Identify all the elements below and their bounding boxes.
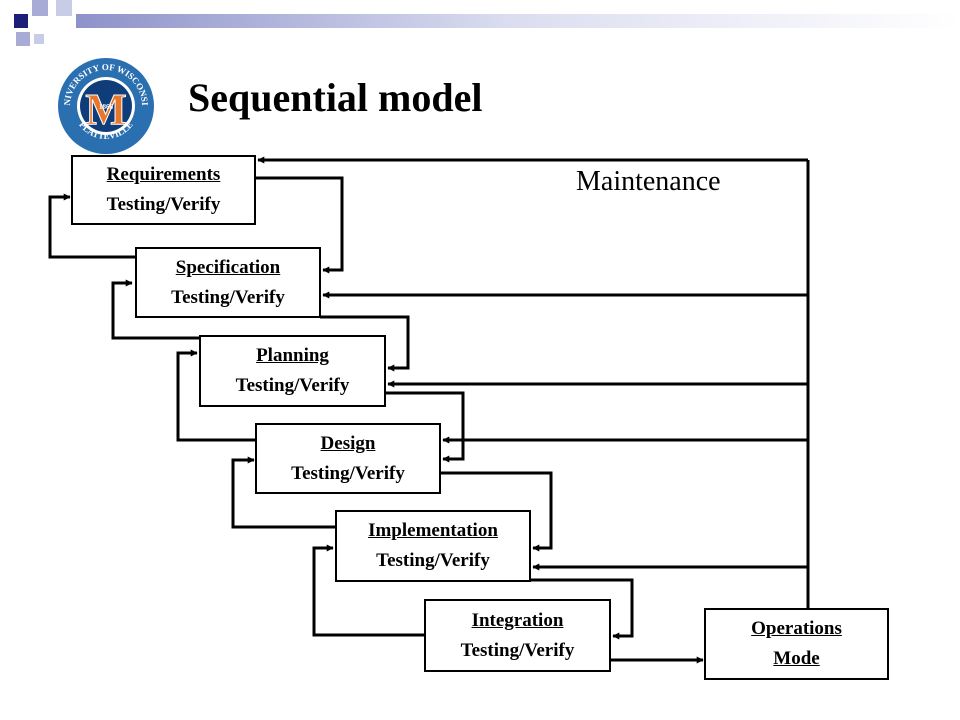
stage-box-planning: Planning Testing/Verify bbox=[199, 335, 386, 407]
stage-label: Specification bbox=[175, 256, 281, 278]
flow-arrow-specification-to-planning bbox=[320, 315, 410, 372]
maintenance-label: Maintenance bbox=[576, 166, 721, 197]
stage-label: Operations bbox=[751, 618, 842, 639]
feedback-arrow-design-to-planning bbox=[176, 349, 257, 442]
stage-box-integration: Integration Testing/Verify bbox=[424, 599, 611, 672]
stage-sublabel: Mode bbox=[773, 648, 820, 669]
decoration-square-light bbox=[34, 34, 44, 44]
stage-box-specification: Specification Testing/Verify bbox=[135, 247, 321, 318]
stage-label: Implementation bbox=[368, 520, 498, 541]
seal-inner-fill bbox=[80, 80, 132, 132]
stage-sublabel: Testing/Verify bbox=[376, 550, 490, 571]
stage-label: Design bbox=[320, 432, 376, 454]
feedback-arrow-implementation-to-design bbox=[231, 456, 336, 529]
stage-sublabel: Testing/Verify bbox=[291, 462, 405, 484]
flow-arrow-implementation-to-integration bbox=[530, 578, 634, 640]
feedback-arrow-integration-to-implementation bbox=[312, 544, 426, 637]
stage-box-implementation: Implementation Testing/Verify bbox=[335, 510, 531, 582]
stage-label: Planning bbox=[256, 345, 329, 366]
stage-sublabel: Testing/Verify bbox=[171, 286, 285, 308]
stage-sublabel: Testing/Verify bbox=[235, 375, 350, 396]
corner-decoration bbox=[0, 0, 960, 50]
flow-arrow-requirements-to-specification bbox=[255, 176, 344, 274]
decoration-square-dark bbox=[14, 14, 28, 28]
seal-year: 1866 bbox=[99, 103, 114, 111]
feedback-arrow-specification-to-requirements bbox=[48, 193, 136, 259]
stage-sublabel: Testing/Verify bbox=[460, 639, 575, 661]
flow-arrow-planning-to-design bbox=[385, 391, 465, 463]
seal-letter: M bbox=[85, 85, 127, 134]
university-seal-logo: UNIVERSITY OF WISCONSIN PLATTEVILLE M 18… bbox=[56, 56, 154, 154]
stage-label: Requirements bbox=[106, 164, 221, 185]
stage-sublabel: Testing/Verify bbox=[106, 194, 221, 215]
decoration-bar bbox=[76, 14, 960, 28]
decoration-square-light bbox=[56, 0, 72, 16]
feedback-arrow-planning-to-specification bbox=[111, 279, 200, 340]
flow-arrow-design-to-implementation bbox=[440, 471, 553, 552]
decoration-square-light bbox=[16, 32, 30, 46]
stage-label: Integration bbox=[471, 609, 564, 631]
slide-title: Sequential model bbox=[188, 75, 483, 120]
stage-box-operations: Operations Mode bbox=[704, 608, 889, 680]
decoration-square-light bbox=[32, 0, 48, 16]
stage-box-design: Design Testing/Verify bbox=[255, 423, 441, 494]
stage-box-requirements: Requirements Testing/Verify bbox=[71, 155, 256, 225]
